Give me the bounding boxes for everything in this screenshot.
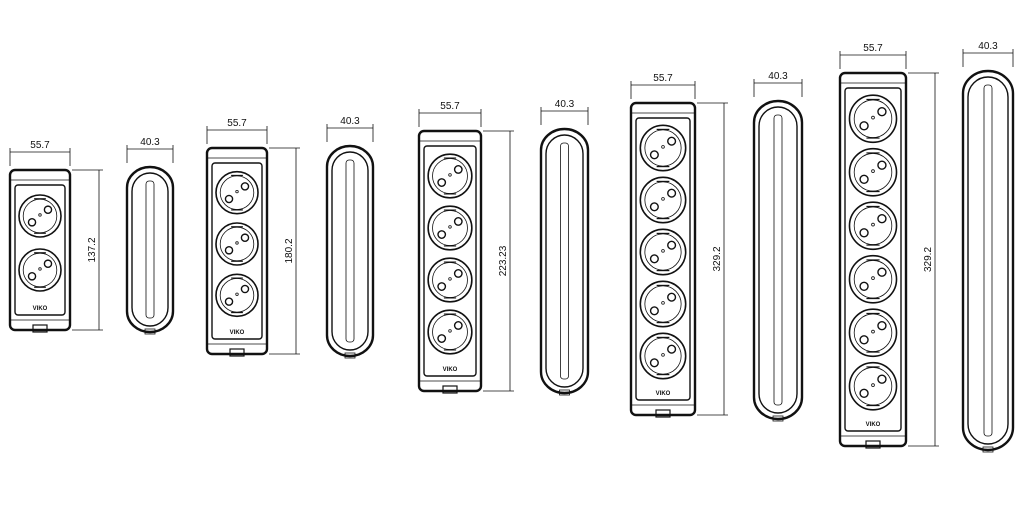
front-view-4-socket: VIKO 55.7 223.23 [417, 101, 514, 394]
side-view-2-socket: 40.3 [125, 137, 175, 335]
socket-outlet-icon [18, 194, 62, 238]
socket-outlet-icon [848, 201, 898, 251]
socket-outlet-icon [215, 170, 259, 215]
socket-outlet-icon [215, 273, 259, 318]
socket-outlet-icon [848, 94, 898, 144]
side-view-6-socket: 40.3 [961, 41, 1015, 453]
front-view-2-socket: VIKO 55.7 137.2 [8, 140, 103, 333]
socket-outlet-icon [639, 332, 687, 380]
side-view-3-socket: 40.3 [325, 116, 375, 359]
width-dimension-label: 55.7 [440, 101, 460, 112]
socket-outlet-icon [848, 254, 898, 304]
brand-logo: VIKO [656, 391, 671, 397]
width-dimension-label: 55.7 [30, 140, 50, 151]
side-view-5-socket: 40.3 [752, 71, 804, 422]
socket-outlet-icon [427, 205, 473, 251]
width-dimension-label: 55.7 [227, 118, 247, 129]
width-dimension-label: 40.3 [978, 41, 998, 52]
socket-outlet-icon [639, 228, 687, 276]
socket-outlet-icon [18, 248, 62, 292]
socket-outlet-icon [639, 280, 687, 328]
socket-outlet-icon [848, 308, 898, 358]
height-dimension-label: 180.2 [284, 238, 295, 263]
brand-logo: VIKO [33, 306, 48, 312]
socket-outlet-icon [848, 361, 898, 411]
socket-outlet-icon [427, 153, 473, 199]
front-view-5-socket: VIKO 55.7 329.2 [629, 73, 728, 418]
socket-outlet-icon [427, 309, 473, 355]
socket-outlet-icon [639, 176, 687, 224]
socket-outlet-icon [848, 147, 898, 197]
width-dimension-label: 40.3 [555, 99, 575, 110]
front-view-3-socket: VIKO 55.7 180.2 [205, 118, 300, 357]
socket-outlet-icon [215, 222, 259, 266]
front-view-6-socket: VIKO 55.7 329.2 [838, 43, 939, 449]
width-dimension-label: 40.3 [140, 137, 160, 148]
width-dimension-label: 55.7 [863, 43, 883, 54]
height-dimension-label: 329.2 [923, 247, 934, 272]
side-view-4-socket: 40.3 [539, 99, 590, 396]
width-dimension-label: 55.7 [653, 73, 673, 84]
socket-outlet-icon [639, 124, 687, 172]
brand-logo: VIKO [866, 422, 881, 428]
height-dimension-label: 137.2 [87, 237, 98, 262]
width-dimension-label: 40.3 [340, 116, 360, 127]
socket-outlet-icon [427, 257, 473, 303]
width-dimension-label: 40.3 [768, 71, 788, 82]
brand-logo: VIKO [230, 330, 245, 336]
height-dimension-label: 329.2 [712, 246, 723, 271]
brand-logo: VIKO [443, 367, 458, 373]
height-dimension-label: 223.23 [498, 245, 509, 276]
